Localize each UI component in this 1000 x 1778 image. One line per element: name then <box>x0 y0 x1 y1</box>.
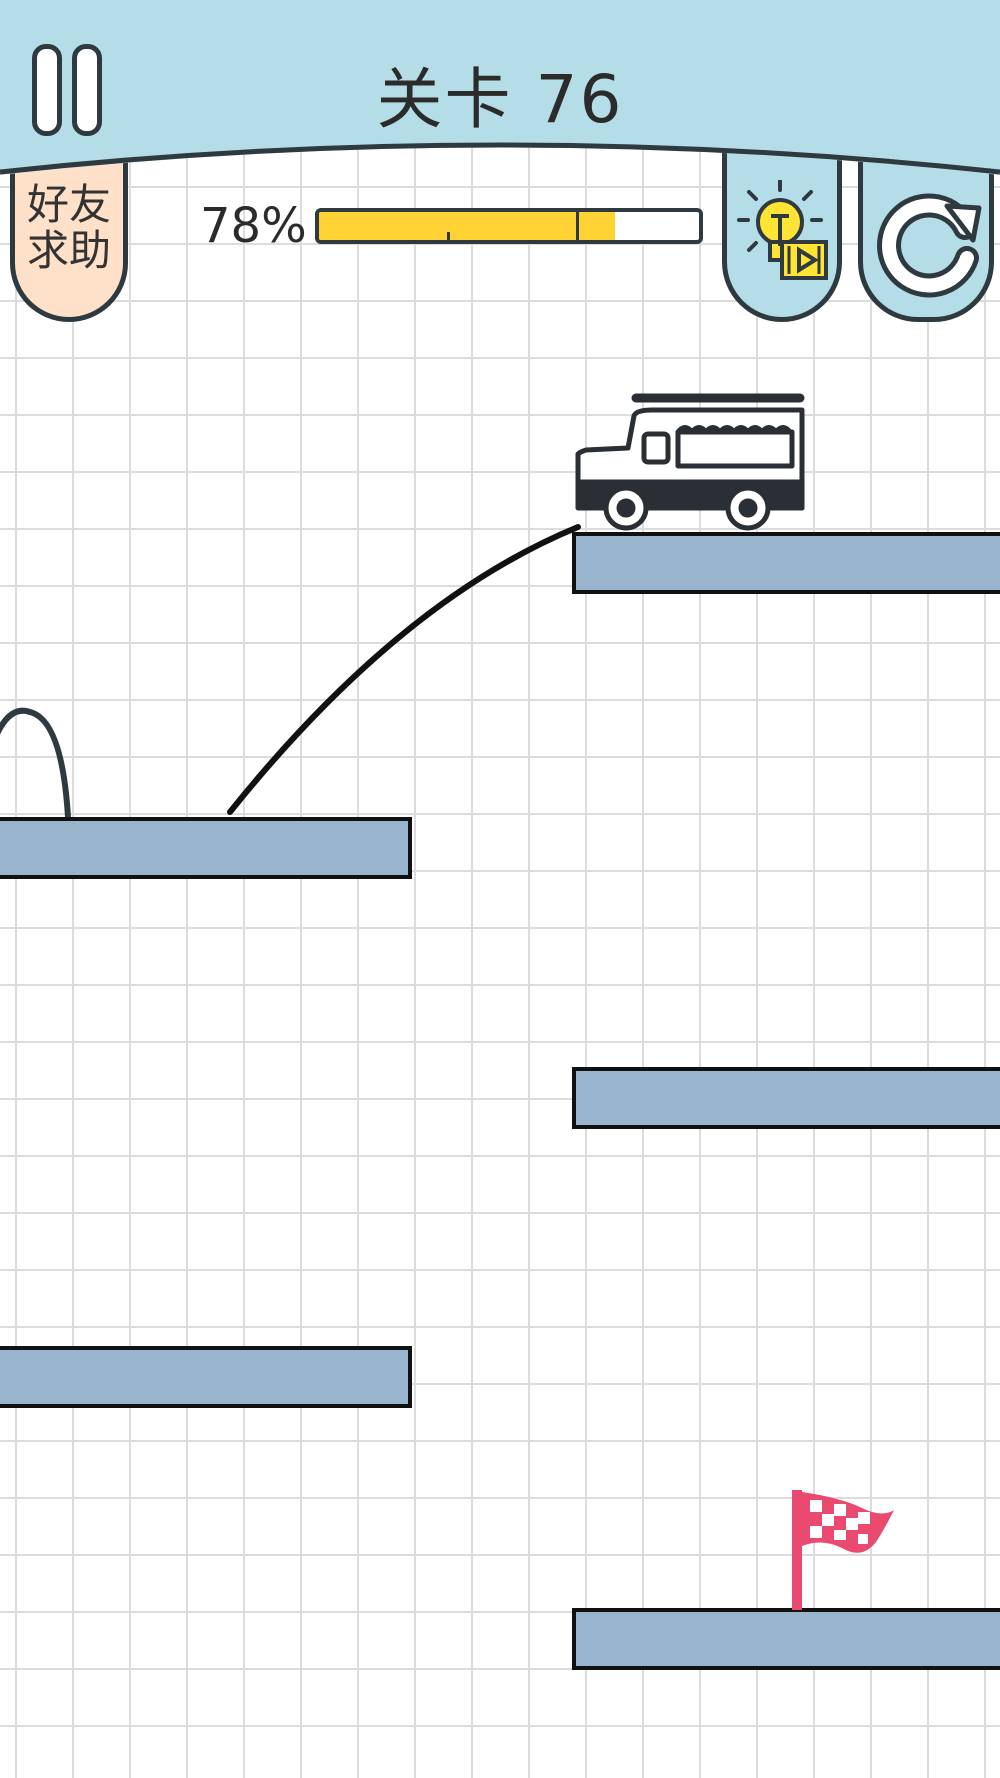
platform-mid-right <box>572 1067 1000 1129</box>
finish-flag-icon <box>792 1490 894 1610</box>
pause-button[interactable] <box>28 40 108 136</box>
progress-tick <box>576 212 579 240</box>
platform-mid-left <box>0 817 412 879</box>
pause-icon-bar <box>72 44 102 136</box>
restart-icon <box>877 193 982 298</box>
progress-percent: 78% <box>200 198 307 254</box>
platform-top-right <box>572 532 1000 594</box>
hint-button[interactable] <box>722 140 842 322</box>
progress-tick <box>447 232 450 240</box>
arch-obstacle <box>0 707 71 818</box>
platform-goal <box>572 1608 1000 1670</box>
progress-bar <box>315 208 703 244</box>
friend-help-label-line2: 求助 <box>26 226 111 275</box>
friend-help-label-line1: 好友 <box>26 180 111 229</box>
level-title: 关卡 76 <box>376 61 624 138</box>
lightbulb-video-icon <box>737 180 828 280</box>
top-bar <box>0 0 1000 175</box>
friend-help-button[interactable]: 好友 求助 <box>10 140 128 322</box>
drawn-ramp-line <box>227 524 581 815</box>
pause-icon <box>32 44 62 136</box>
platform-low-left <box>0 1346 412 1408</box>
truck-icon <box>575 393 805 531</box>
progress-fill <box>319 212 616 240</box>
